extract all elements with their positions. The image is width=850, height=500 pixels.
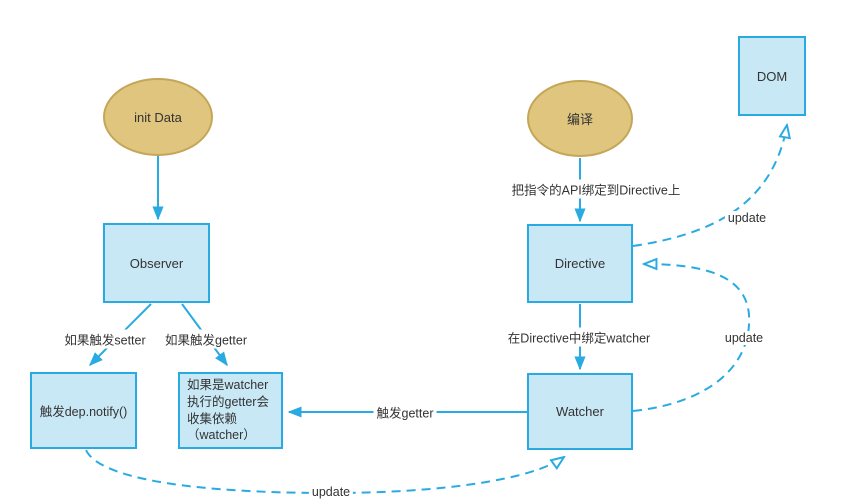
node-dom-label: DOM — [756, 68, 788, 84]
node-directive: Directive — [527, 224, 633, 303]
node-collect-dep: 如果是watcher执行的getter会收集依赖（watcher） — [178, 372, 283, 449]
edge-label-update-depnotify-watcher: update — [308, 485, 354, 499]
edge-label-bind-watcher: 在Directive中绑定watcher — [504, 327, 654, 347]
node-watcher: Watcher — [527, 373, 633, 450]
node-dep-notify-label: 触发dep.notify() — [39, 405, 128, 419]
edge-label-setter: 如果触发setter — [61, 329, 149, 349]
node-compile-label: 编译 — [566, 112, 593, 127]
node-compile: 编译 — [527, 80, 633, 157]
node-dom: DOM — [738, 36, 806, 116]
node-init-data-label: init Data — [134, 109, 182, 125]
node-directive-label: Directive — [554, 256, 606, 271]
edge-label-getter: 如果触发getter — [162, 329, 250, 349]
node-watcher-label: Watcher — [556, 404, 604, 419]
edge-directive-dom-update — [632, 125, 787, 247]
edge-label-update-watcher-directive: update — [721, 331, 767, 345]
node-observer: Observer — [103, 223, 210, 303]
node-collect-dep-label: 如果是watcher执行的getter会收集依赖（watcher） — [187, 377, 269, 443]
node-init-data: init Data — [103, 78, 213, 156]
edge-label-bind-api: 把指令的API绑定到Directive上 — [508, 179, 684, 199]
node-dep-notify: 触发dep.notify() — [30, 372, 137, 449]
edge-label-update-directive-dom: update — [724, 211, 770, 225]
edge-label-trigger-getter: 触发getter — [373, 402, 437, 422]
node-observer-label: Observer — [129, 255, 184, 271]
edge-watcher-directive-update — [632, 264, 751, 412]
edge-depnotify-watcher-update — [85, 449, 564, 495]
